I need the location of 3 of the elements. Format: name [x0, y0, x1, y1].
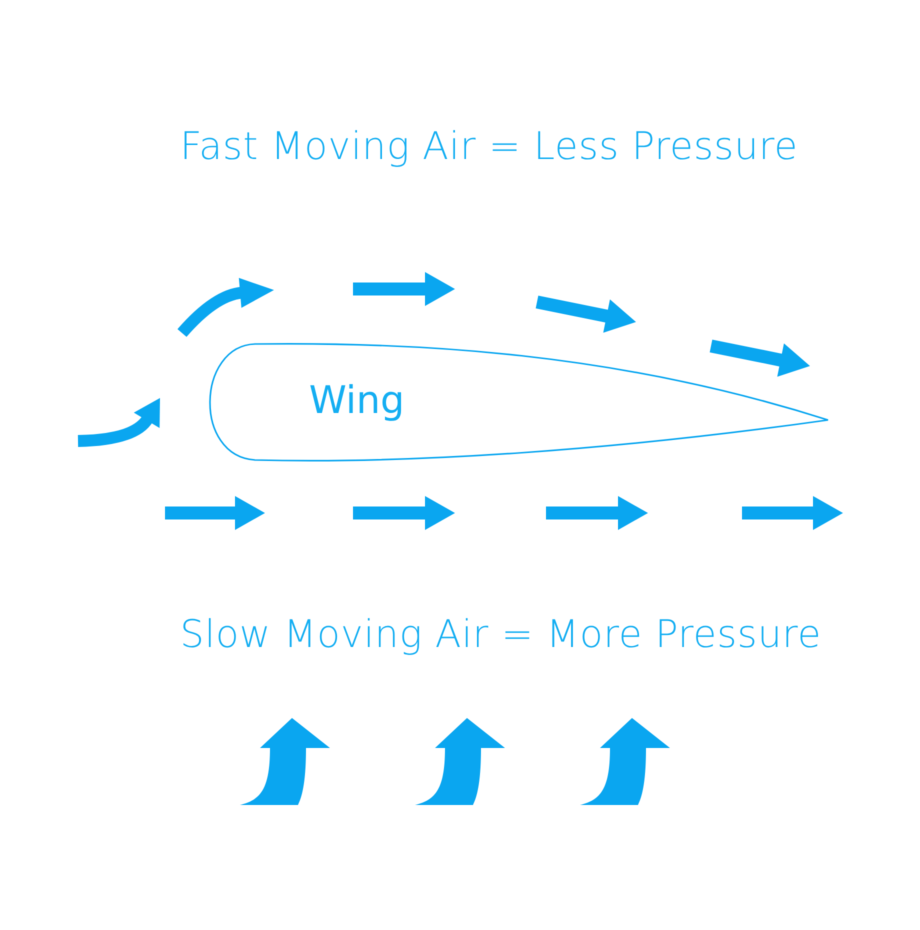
caption-text: Slow Moving Air = More Pressure [180, 612, 822, 656]
wing-label: Wing [309, 378, 405, 422]
caption-text: Fast Moving Air = Less Pressure [180, 124, 798, 168]
